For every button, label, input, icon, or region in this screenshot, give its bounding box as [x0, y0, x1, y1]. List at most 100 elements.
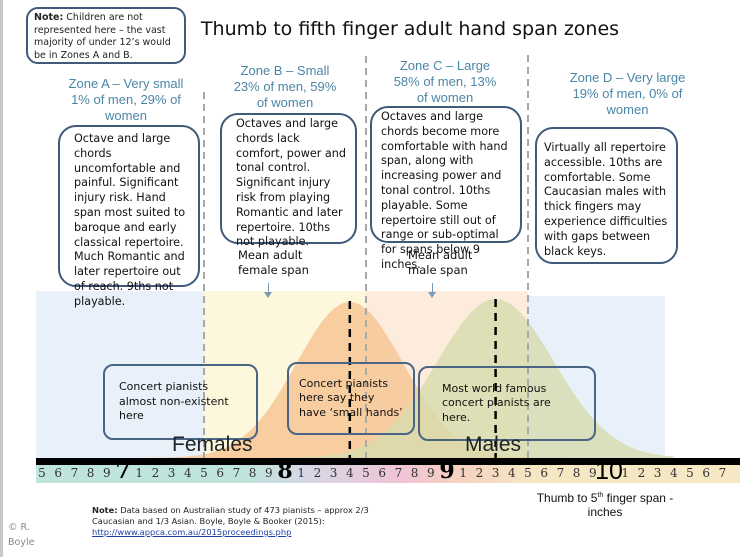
ruler-major-label: 8 — [277, 458, 293, 484]
ruler-minor-label: 5 — [686, 466, 694, 480]
copyright-line2: Boyle — [8, 537, 35, 548]
male-mean-label-line2: male span — [408, 263, 468, 277]
ruler-minor-label: 1 — [135, 466, 144, 480]
ruler-minor-label: 2 — [151, 466, 160, 480]
ruler-minor-label: 8 — [248, 466, 257, 480]
children-note: Note: Children are not represented here … — [26, 7, 186, 64]
ruler-minor-label: 6 — [702, 466, 711, 480]
x-axis-label-b: finger span - — [603, 491, 674, 505]
ruler-minor-label: 3 — [653, 466, 662, 480]
male-mean-label: Mean adult male span — [408, 248, 472, 278]
ruler-minor-label: 8 — [572, 466, 581, 480]
ruler-minor-label: 4 — [669, 466, 678, 480]
female-mean-label: Mean adult female span — [238, 248, 309, 278]
ruler-minor-label: 8 — [410, 466, 419, 480]
ruler-minor-label: 2 — [637, 466, 646, 480]
ruler-minor-label: 3 — [491, 466, 500, 480]
left-border — [0, 0, 3, 557]
zone-b-description: Octaves and large chords lack comfort, p… — [220, 113, 357, 248]
data-source-note: Note: Data based on Australian study of … — [92, 505, 392, 538]
ruler-major-label: 7 — [115, 458, 131, 484]
zone-a-men-pct: 1% of men, 29% of — [71, 92, 181, 107]
ruler-minor-label: 6 — [54, 466, 63, 480]
data-source-note-text: Data based on Australian study of 473 pi… — [92, 505, 369, 526]
zone-a-title: Zone A – Very small — [68, 76, 184, 91]
females-label: Females — [172, 433, 253, 456]
males-label: Males — [465, 433, 522, 456]
ruler-minor-label: 1 — [459, 466, 468, 480]
ruler-minor-label: 7 — [70, 466, 79, 480]
zone-c-heading: Zone C – Large 58% of men, 13% of women — [372, 58, 518, 106]
ruler-minor-label: 9 — [588, 466, 597, 480]
male-mean-label-line1: Mean adult — [408, 248, 473, 262]
zone-c-title: Zone C – Large — [399, 58, 491, 73]
ruler-minor-label: 5 — [200, 466, 208, 480]
male-mean-arrow-shaft — [432, 283, 433, 293]
proceedings-link[interactable]: http://www.appca.com.au/2015proceedings.… — [92, 527, 292, 537]
zone-a-background — [36, 291, 204, 458]
zone-d-description: Virtually all repertoire accessible. 10t… — [535, 127, 678, 264]
female-mean-label-line2: female span — [238, 263, 309, 277]
children-note-bold: Note: — [34, 12, 64, 23]
pianists-famous-text: Most world famous concert pianists are h… — [442, 381, 551, 424]
zone-b-women-pct: of women — [256, 95, 314, 110]
data-source-note-bold: Note: — [92, 505, 118, 515]
ruler-minor-label: 6 — [216, 466, 225, 480]
female-mean-arrow-shaft — [268, 283, 269, 293]
ruler-minor-label: 4 — [507, 466, 516, 480]
ruler-minor-label: 4 — [345, 466, 354, 480]
children-note-text: Children are not represented here – the … — [34, 12, 171, 61]
ruler-bar — [36, 458, 740, 465]
zone-c-description: Octaves and large chords become more com… — [370, 106, 522, 271]
x-axis-label-units: inches — [587, 505, 623, 519]
pianists-famous-box: Most world famous concert pianists are h… — [418, 366, 596, 441]
male-distribution-curve — [268, 299, 674, 458]
ruler-minor-label: 7 — [394, 466, 403, 480]
ruler-minor-label: 7 — [232, 466, 241, 480]
female-mean-label-line1: Mean adult — [238, 248, 303, 262]
copyright-line1: © R. — [8, 522, 30, 533]
pianists-nonexistent-box: Concert pianists almost non-existent her… — [103, 364, 258, 440]
ruler-major-label: 10 — [595, 457, 623, 485]
ruler-minor-label: 9 — [102, 466, 111, 480]
zone-b-men-pct: 23% of men, 59% — [233, 79, 337, 94]
ruler-minor-label: 3 — [167, 466, 176, 480]
zone-a-description: Octave and large chords uncomfortable an… — [58, 125, 200, 308]
zone-c-men-pct: 58% of men, 13% — [393, 74, 497, 89]
ruler-minor-label: 4 — [183, 466, 192, 480]
ruler-minor-label: 9 — [426, 466, 435, 480]
male-mean-arrow-icon — [428, 292, 436, 298]
pianists-nonexistent-text: Concert pianists almost non-existent her… — [119, 380, 229, 423]
x-axis-label-a: Thumb to 5 — [536, 491, 598, 505]
ruler-minor-label: 5 — [362, 466, 370, 480]
zone-a-women-pct: women — [105, 108, 147, 123]
zone-a-heading: Zone A – Very small 1% of men, 29% of wo… — [46, 76, 206, 124]
ruler-minor-label: 1 — [621, 466, 630, 480]
page-title: Thumb to fifth finger adult hand span zo… — [200, 18, 620, 40]
ruler-minor-label: 1 — [297, 466, 306, 480]
female-mean-arrow-icon — [264, 292, 272, 298]
zone-c-women-pct: of women — [416, 90, 474, 105]
ruler-minor-label: 7 — [718, 466, 727, 480]
x-axis-label-sup: th — [597, 492, 604, 499]
ruler-minor-label: 7 — [556, 466, 565, 480]
zone-b-heading: Zone B – Small 23% of men, 59% of women — [212, 63, 358, 111]
zone-d-women-pct: women — [606, 102, 649, 117]
zone-d-heading: Zone D – Very large 19% of men, 0% of wo… — [540, 70, 715, 118]
pianists-small-hands-text: Concert pianists here say they have ‘sma… — [299, 376, 403, 419]
ruler-minor-label: 6 — [378, 466, 387, 480]
ruler-minor-label: 6 — [540, 466, 549, 480]
ruler-minor-label: 5 — [524, 466, 532, 480]
ruler-minor-label: 3 — [329, 466, 338, 480]
zone-d-title: Zone D – Very large — [569, 70, 686, 85]
ruler-minor-label: 5 — [38, 466, 46, 480]
female-distribution-curve — [98, 302, 601, 458]
ruler-major-label: 9 — [439, 458, 455, 484]
x-axis-label: Thumb to 5th finger span - inches — [505, 489, 705, 519]
copyright: © R. Boyle — [8, 520, 34, 550]
zone-d-men-pct: 19% of men, 0% of — [572, 86, 683, 101]
ruler-minor-label: 9 — [264, 466, 273, 480]
ruler-minor-label: 2 — [475, 466, 484, 480]
